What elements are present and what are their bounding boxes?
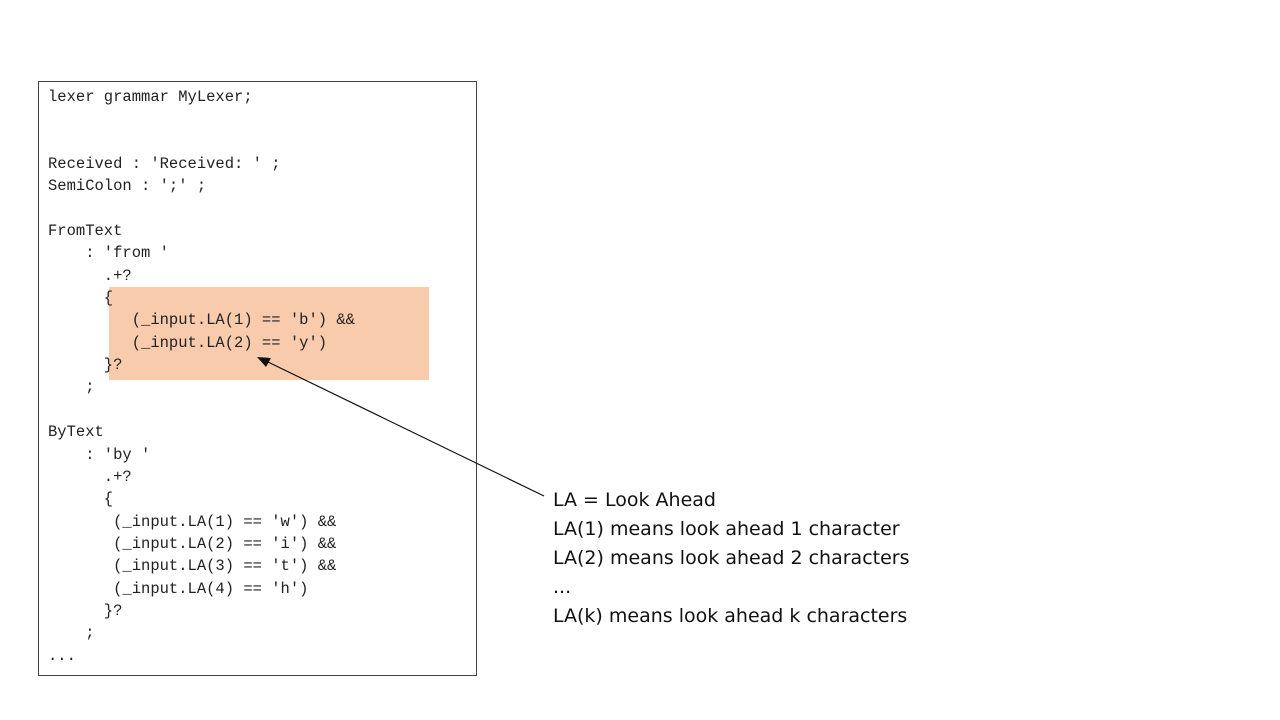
note-line: LA(1) means look ahead 1 character — [553, 518, 900, 540]
note-line: ... — [553, 576, 572, 598]
code-line: (_input.LA(1) == 'w') && — [48, 513, 337, 531]
code-line: ; — [48, 378, 95, 396]
code-line: : 'from ' — [48, 244, 169, 262]
code-line: (_input.LA(3) == 't') && — [48, 557, 337, 575]
code-line: (_input.LA(1) == 'b') && — [48, 311, 355, 329]
code-line: : 'by ' — [48, 446, 151, 464]
code-line: (_input.LA(4) == 'h') — [48, 580, 309, 598]
code-line: }? — [48, 602, 123, 620]
code-line: }? — [48, 356, 123, 374]
code-line: (_input.LA(2) == 'y') — [48, 334, 328, 352]
code-line: ; — [48, 624, 95, 642]
code-line: ByText — [48, 423, 104, 441]
code-line: .+? — [48, 267, 132, 285]
code-line: Received : 'Received: ' ; — [48, 155, 281, 173]
code-line: lexer grammar MyLexer; — [48, 88, 253, 106]
note-line: LA(2) means look ahead 2 characters — [553, 547, 910, 569]
code-line: FromText — [48, 222, 123, 240]
code-line: { — [48, 490, 114, 508]
code-line: SemiColon : ';' ; — [48, 177, 207, 195]
code-line: (_input.LA(2) == 'i') && — [48, 535, 337, 553]
note-line: LA(k) means look ahead k characters — [553, 605, 908, 627]
note-line: LA = Look Ahead — [553, 489, 716, 511]
code-line: ... — [48, 647, 76, 665]
code-line: { — [48, 289, 114, 307]
code-line: .+? — [48, 468, 132, 486]
